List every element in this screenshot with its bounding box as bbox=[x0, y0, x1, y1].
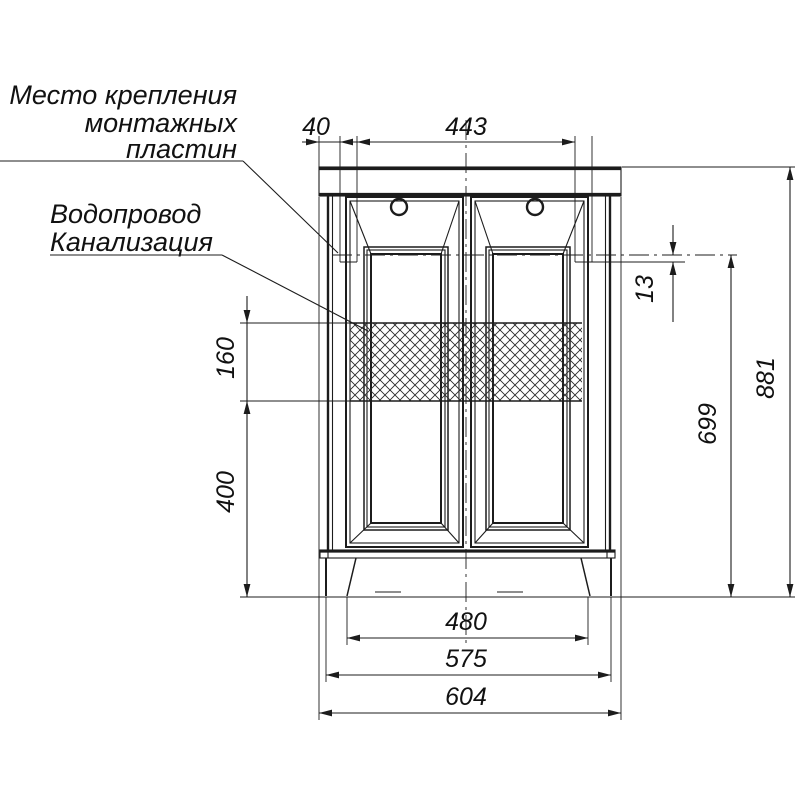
dimension-881: 881 bbox=[622, 166, 795, 597]
dimension-40: 40 bbox=[302, 113, 360, 167]
dim-443-text: 443 bbox=[445, 113, 487, 141]
dim-160-text: 160 bbox=[212, 337, 240, 379]
dim-575-text: 575 bbox=[445, 645, 487, 673]
left-leg bbox=[325, 557, 357, 597]
dim-13-text: 13 bbox=[631, 275, 659, 303]
dimension-13: 13 bbox=[631, 225, 677, 322]
dimension-480: 480 bbox=[346, 597, 589, 645]
mounting-plates-leader-line bbox=[242, 160, 339, 254]
dim-400-text: 400 bbox=[212, 471, 240, 513]
dimension-575: 575 bbox=[325, 597, 612, 682]
mounting-plates-label-line2: монтажных bbox=[85, 108, 239, 138]
countertop bbox=[318, 166, 622, 197]
mounting-plates-label-line3: пластин bbox=[126, 134, 237, 164]
right-door-knob bbox=[525, 197, 545, 217]
dimension-443: 443 bbox=[357, 113, 575, 146]
mounting-plate-line bbox=[332, 136, 737, 263]
dim-480-text: 480 bbox=[445, 608, 487, 636]
mounting-plates-callout: Место крепления монтажных пластин bbox=[0, 80, 339, 254]
dimension-699: 699 bbox=[694, 255, 735, 597]
dim-40-text: 40 bbox=[302, 113, 330, 141]
dimension-604: 604 bbox=[318, 197, 622, 720]
plinth-band bbox=[319, 549, 616, 559]
plumbing-label-line1: Водопровод bbox=[50, 199, 201, 229]
mounting-plates-label-line1: Место крепления bbox=[9, 80, 237, 110]
plumbing-callout: Водопровод Канализация bbox=[50, 199, 369, 332]
dim-604-text: 604 bbox=[445, 683, 487, 711]
plumbing-label-line2: Канализация bbox=[50, 227, 213, 257]
dimension-160-400: 160 400 bbox=[212, 296, 350, 597]
right-leg bbox=[580, 557, 612, 597]
dim-881-text: 881 bbox=[752, 357, 780, 399]
left-door-knob bbox=[389, 197, 409, 217]
dim-699-text: 699 bbox=[694, 403, 722, 445]
plumbing-leader-line bbox=[221, 254, 369, 332]
plumbing-zone-hatch bbox=[350, 322, 582, 402]
